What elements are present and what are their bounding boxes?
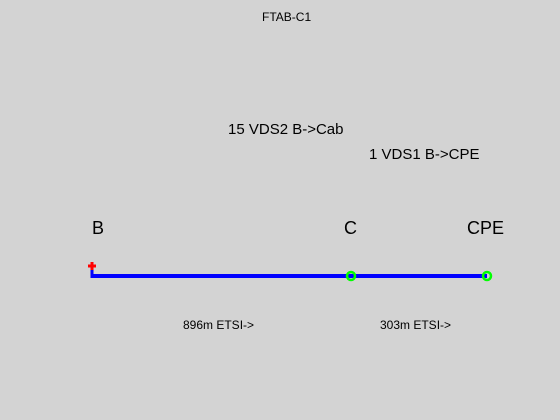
node-label-b: B <box>92 218 105 238</box>
config-label-cab: 15 VDS2 B->Cab <box>228 121 344 138</box>
node-cpe-marker <box>481 270 493 282</box>
node-b-cross-marker <box>88 262 96 270</box>
diagram-title: FTAB-C1 <box>262 10 312 24</box>
segment-label-b-c: 896m ETSI-> <box>183 318 255 332</box>
segment-label-c-cpe: 303m ETSI-> <box>380 318 452 332</box>
node-c-marker <box>345 270 357 282</box>
node-label-cpe: CPE <box>467 218 505 238</box>
node-label-c: C <box>344 218 357 238</box>
config-label-cpe: 1 VDS1 B->CPE <box>369 146 480 163</box>
